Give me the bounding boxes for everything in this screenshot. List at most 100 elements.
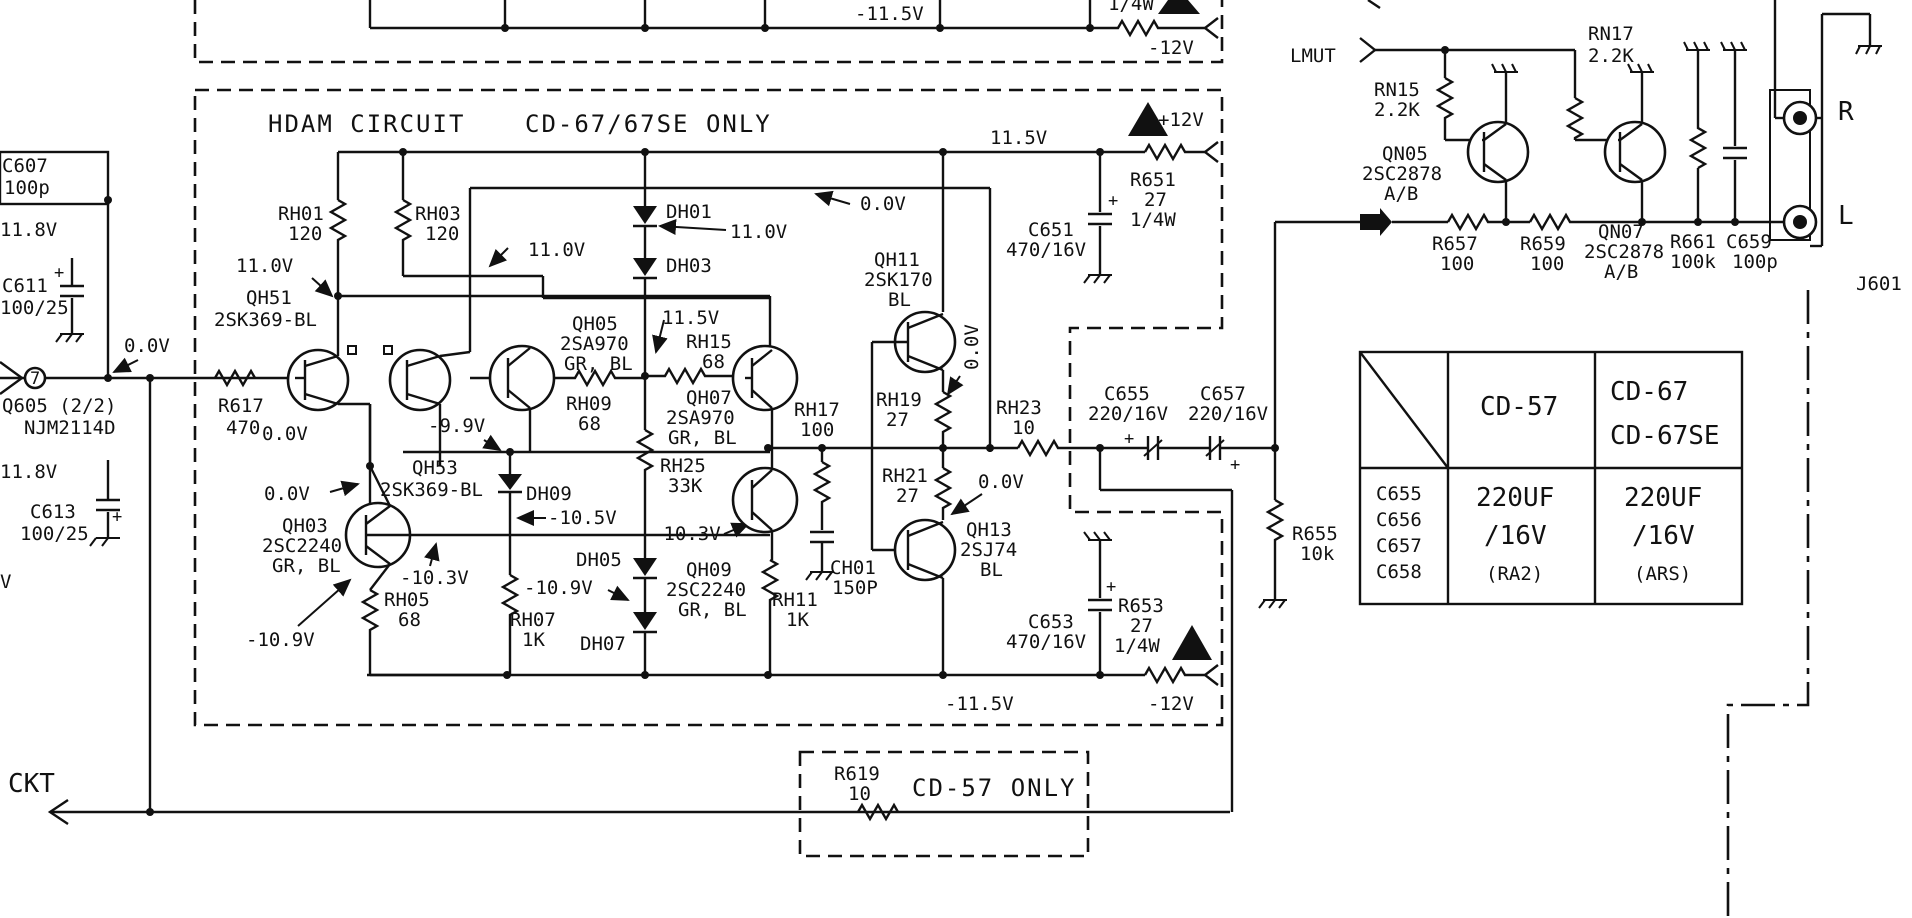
label-r651-rating: 1/4W: [1130, 209, 1176, 231]
label-rh15-value: 68: [702, 351, 725, 373]
label-qh11-ref: QH11: [874, 249, 920, 271]
label-dh09-ref: DH09: [526, 483, 572, 505]
net-lmut: LMUT: [1290, 45, 1336, 67]
label-v-0-0-qh13: 0.0V: [978, 471, 1024, 493]
label-rh17-value: 100: [800, 419, 834, 441]
cap-table-cd67-type: (ARS): [1634, 563, 1691, 585]
label-c655-value: 220/16V: [1088, 403, 1168, 425]
top-partial-block: -11.5V 1/4W -12V: [193, 0, 1224, 64]
label-c611-ref: C611: [2, 275, 48, 297]
label-rh01-ref: RH01: [278, 203, 324, 225]
label-qh09-grade: GR, BL: [678, 599, 747, 621]
label-r657-value: 100: [1440, 253, 1474, 275]
label-r617-ref: R617: [218, 395, 264, 417]
svg-text:+: +: [112, 507, 122, 527]
label-c613-ref: C613: [30, 501, 76, 523]
cap-table-part-c656: C656: [1376, 509, 1422, 531]
svg-text:+: +: [1230, 455, 1240, 475]
label-rh25-ref: RH25: [660, 455, 706, 477]
label-rh15-ref: RH15: [686, 331, 732, 353]
cd57-scope: CD-57 ONLY: [912, 774, 1077, 802]
label-qh05-ref: QH05: [572, 313, 618, 335]
label-qn07-ref: QN07: [1598, 221, 1644, 243]
label-qh05-part: 2SA970: [560, 333, 629, 355]
mute-section: [1359, 0, 1800, 236]
label-v-0-0-left: 0.0V: [124, 335, 170, 357]
label-qh03-ref: QH03: [282, 515, 328, 537]
label-qn05-ref: QN05: [1382, 143, 1428, 165]
output-stage: + +: [870, 152, 1368, 812]
svg-text:+: +: [1124, 429, 1134, 449]
label-v-m10-3-a: -10.3V: [400, 567, 469, 589]
label-qh13-ref: QH13: [966, 519, 1012, 541]
label-r657-ref: R657: [1432, 233, 1478, 255]
label-r661-value: 100k: [1670, 251, 1716, 273]
label-r655-ref: R655: [1292, 523, 1338, 545]
r651-c651-filter: +: [1083, 152, 1118, 284]
hdam-block-border: [193, 88, 1224, 727]
r619-resistor: [856, 802, 900, 822]
hdam-left-wiring: [286, 152, 992, 677]
cap-table-cd67-value: 220UF: [1624, 483, 1702, 513]
svg-text:+: +: [54, 263, 64, 283]
label-j601-ref: J601: [1856, 273, 1902, 295]
label-r655-value: 10k: [1300, 543, 1335, 565]
cap-table-header-cd67: CD-67: [1610, 377, 1688, 407]
label-rh21-value: 27: [896, 485, 919, 507]
label-rh03-ref: RH03: [415, 203, 461, 225]
label-rh17-ref: RH17: [794, 399, 840, 421]
cap-table-part-c658: C658: [1376, 561, 1422, 583]
label-r659-ref: R659: [1520, 233, 1566, 255]
warning-triangle-icon: [1172, 625, 1212, 660]
label-dh05-ref: DH05: [576, 549, 622, 571]
label-rh03-value: 120: [425, 223, 459, 245]
label-v-m11-5-bottom: -11.5V: [945, 693, 1014, 715]
warning-triangle-icon: [1158, 0, 1200, 14]
label-v-11-0-b: 11.0V: [528, 239, 585, 261]
label-qh07-part: 2SA970: [666, 407, 735, 429]
label-qn05-part: 2SC2878: [1362, 163, 1442, 185]
label-r653-ref: R653: [1118, 595, 1164, 617]
label-qh53-ref: QH53: [412, 457, 458, 479]
label-v-p12: +12V: [1158, 109, 1204, 131]
cap-table-part-c655: C655: [1376, 483, 1422, 505]
label-rn15-value: 2.2K: [1374, 99, 1420, 121]
cap-table-part-c657: C657: [1376, 535, 1422, 557]
label-rh21-ref: RH21: [882, 465, 928, 487]
label-rh05-value: 68: [398, 609, 421, 631]
label-rn17-ref: RN17: [1588, 23, 1634, 45]
label-v-m10-9-b: -10.9V: [246, 629, 315, 651]
label-rh25-value: 33K: [668, 475, 703, 497]
svg-text:+: +: [1108, 191, 1118, 211]
r653-c653-filter: +: [1083, 531, 1116, 675]
label-v-m12-bottom: -12V: [1148, 693, 1194, 715]
label-rh07-value: 1K: [522, 629, 545, 651]
label-c659-value: 100p: [1732, 251, 1778, 273]
label-v-11-0-a: 11.0V: [236, 255, 293, 277]
label-qh11-grade: BL: [888, 289, 911, 311]
label-rh23-value: 10: [1012, 417, 1035, 439]
label-v-11-8-b: 11.8V: [0, 461, 57, 483]
label-qh03-grade: GR, BL: [272, 555, 341, 577]
label-c611-value: 100/25: [0, 297, 69, 319]
diode-stack: [555, 152, 745, 675]
label-r651-ref: R651: [1130, 169, 1176, 191]
label-r653-rating: 1/4W: [1114, 635, 1160, 657]
hdam-scope: CD-67/67SE ONLY: [525, 110, 772, 138]
j601-connector: [1726, 0, 1882, 918]
label-rh19-value: 27: [886, 409, 909, 431]
label-c613-value: 100/25: [20, 523, 89, 545]
label-qh51-part: 2SK369-BL: [214, 309, 317, 331]
cap-table: [1358, 350, 1744, 606]
label-c657-ref: C657: [1200, 383, 1246, 405]
label-qn05-grade: A/B: [1384, 183, 1418, 205]
label-rh19-ref: RH19: [876, 389, 922, 411]
label-qn07-grade: A/B: [1604, 261, 1638, 283]
label-rh11-ref: RH11: [772, 589, 818, 611]
label-dh01-ref: DH01: [666, 201, 712, 223]
label-v-0-0-qh51: 0.0V: [262, 423, 308, 445]
label-v-edge: V: [0, 571, 11, 593]
label-v-11-0-c: 11.0V: [730, 221, 787, 243]
label-v-0-0-a: 0.0V: [860, 193, 906, 215]
cap-table-cd67-voltage: /16V: [1632, 521, 1695, 551]
